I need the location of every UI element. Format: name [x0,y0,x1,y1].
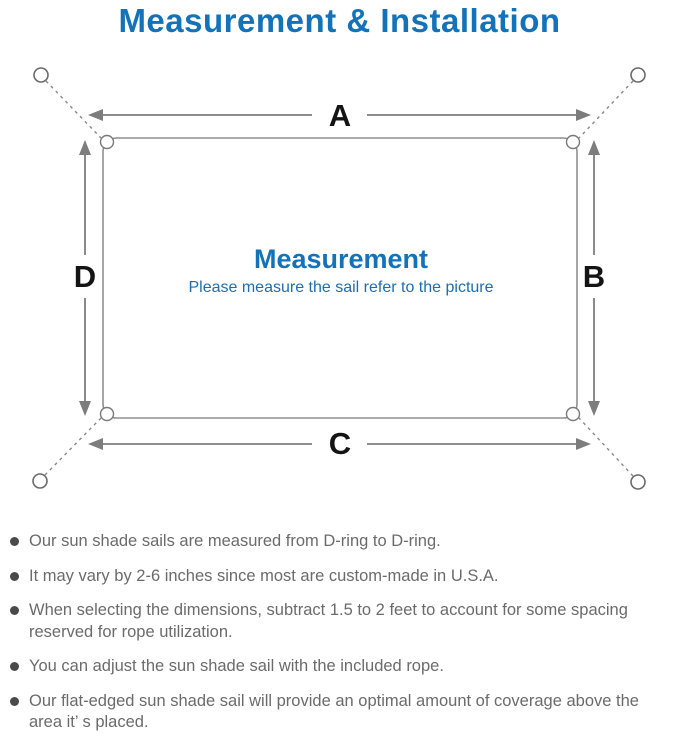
dimension-label-d: D [74,259,96,294]
anchor-ring-icon-bottom-left [32,473,48,489]
center-title: Measurement [254,244,428,274]
page-title: Measurement & Installation [118,2,561,39]
note-item: You can adjust the sun shade sail with t… [10,656,675,678]
d-ring-grommet-icon-top-right [565,134,581,150]
bullet-icon [10,662,19,671]
note-item: Our sun shade sails are measured from D-… [10,531,675,553]
bullet-icon [10,537,19,546]
d-ring-grommet-icon-bottom-right [565,406,581,422]
anchor-ring-icon-top-left [33,67,49,83]
sail-measurement-diagram: A C D B Measurement Please meas [32,67,646,490]
dimension-label-b: B [583,259,605,294]
dimension-label-a: A [329,98,351,133]
bullet-icon [10,606,19,615]
note-item: Our flat-edged sun shade sail will provi… [10,691,675,734]
arrowhead-right-icon [576,438,591,450]
rope-dashed-line-bottom-left [44,417,102,476]
note-text: When selecting the dimensions, subtract … [29,601,628,641]
note-item: It may vary by 2-6 inches since most are… [10,566,675,588]
dimension-arrow-d: D [74,140,96,416]
d-ring-grommet-icon-top-left [99,134,115,150]
arrowhead-up-icon [79,140,91,155]
dimension-arrow-b: B [583,140,605,416]
arrowhead-left-icon [88,109,103,121]
anchor-ring-icon-top-right [630,67,646,83]
arrowhead-left-icon [88,438,103,450]
notes-list: Our sun shade sails are measured from D-… [10,531,675,739]
bullet-icon [10,696,19,706]
center-subtitle: Please measure the sail refer to the pic… [188,279,493,296]
anchor-ring-icon-bottom-right [630,474,646,490]
d-ring-grommet-icon-bottom-left [99,406,115,422]
note-item: When selecting the dimensions, subtract … [10,600,675,643]
note-text: Our sun shade sails are measured from D-… [29,532,441,550]
arrowhead-down-icon [79,401,91,416]
rope-dashed-line-bottom-right [578,417,634,477]
note-text: It may vary by 2-6 inches since most are… [29,566,499,585]
note-text: You can adjust the sun shade sail with t… [29,657,444,675]
note-text: Our flat-edged sun shade sail will provi… [29,691,639,732]
rope-dashed-line-top-right [578,80,634,139]
arrowhead-up-icon [588,140,600,155]
dimension-arrow-c: C [88,426,591,461]
arrowhead-right-icon [576,109,591,121]
arrowhead-down-icon [588,401,600,416]
sail-outline [102,137,578,419]
bullet-icon [10,571,19,581]
dimension-label-c: C [329,426,351,461]
rope-dashed-line-top-left [45,80,102,139]
dimension-arrow-a: A [88,98,591,133]
